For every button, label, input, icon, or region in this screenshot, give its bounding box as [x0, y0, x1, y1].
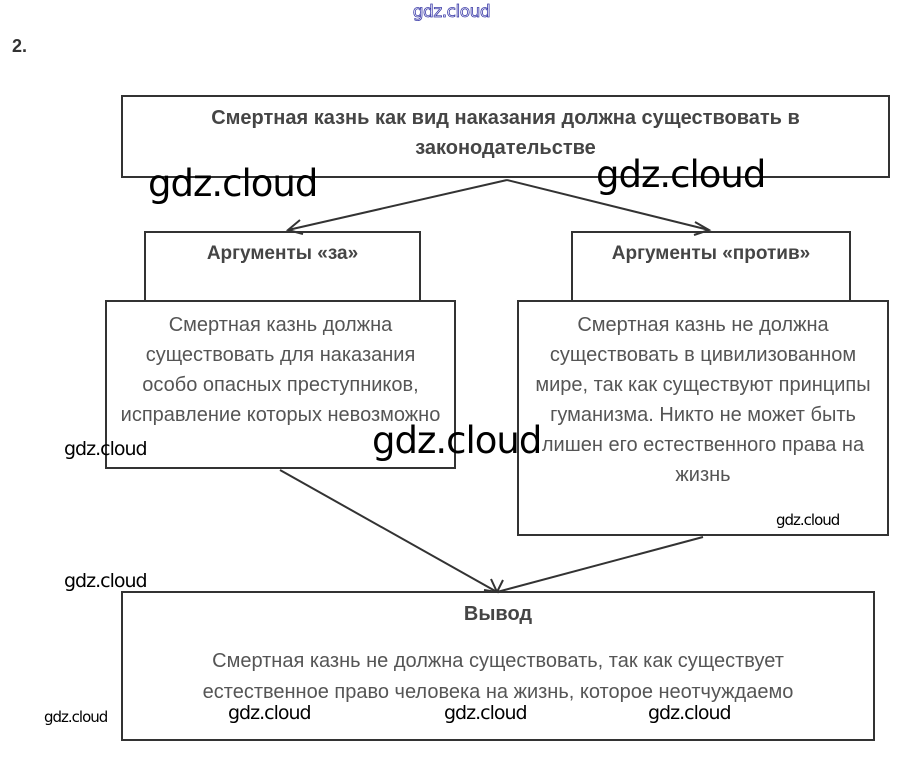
arguments-against-header: Аргументы «против»: [611, 243, 811, 264]
arrow-against-to-conclusion: [496, 536, 704, 593]
watermark: gdz.cloud: [44, 708, 108, 726]
watermark: gdz.cloud: [372, 419, 542, 462]
thesis-text: Смертная казнь как вид наказания должна …: [211, 107, 800, 159]
watermark: gdz.cloud: [648, 702, 732, 724]
watermark: gdz.cloud: [776, 511, 840, 529]
watermark: gdz.cloud: [64, 438, 148, 460]
conclusion-text: Смертная казнь не должна существовать, т…: [202, 650, 794, 703]
watermark: gdz.cloud: [64, 570, 148, 592]
task-number: 2.: [12, 36, 28, 56]
arguments-for-header-box: Аргументы «за»: [144, 231, 421, 303]
conclusion-header: Вывод: [463, 603, 533, 625]
arrow-thesis-to-for: [287, 179, 508, 231]
watermark: gdz.cloud: [596, 153, 766, 196]
header-watermark: gdz.cloud: [412, 2, 491, 23]
watermark: gdz.cloud: [148, 162, 318, 205]
arrow-for-to-conclusion: [279, 469, 498, 593]
thesis-box: Смертная казнь как вид наказания должна …: [121, 95, 890, 178]
conclusion-box: Вывод Смертная казнь не должна существов…: [121, 591, 875, 741]
arguments-against-header-box: Аргументы «против»: [571, 231, 851, 303]
watermark: gdz.cloud: [444, 702, 528, 724]
arguments-against-text: Смертная казнь не должна существовать в …: [535, 314, 871, 486]
arguments-for-text: Смертная казнь должна существовать для н…: [120, 314, 441, 426]
arguments-for-header: Аргументы «за»: [206, 243, 359, 264]
arguments-against-box: Смертная казнь не должна существовать в …: [517, 300, 889, 536]
arguments-for-box: Смертная казнь должна существовать для н…: [105, 300, 456, 469]
watermark: gdz.cloud: [228, 702, 312, 724]
